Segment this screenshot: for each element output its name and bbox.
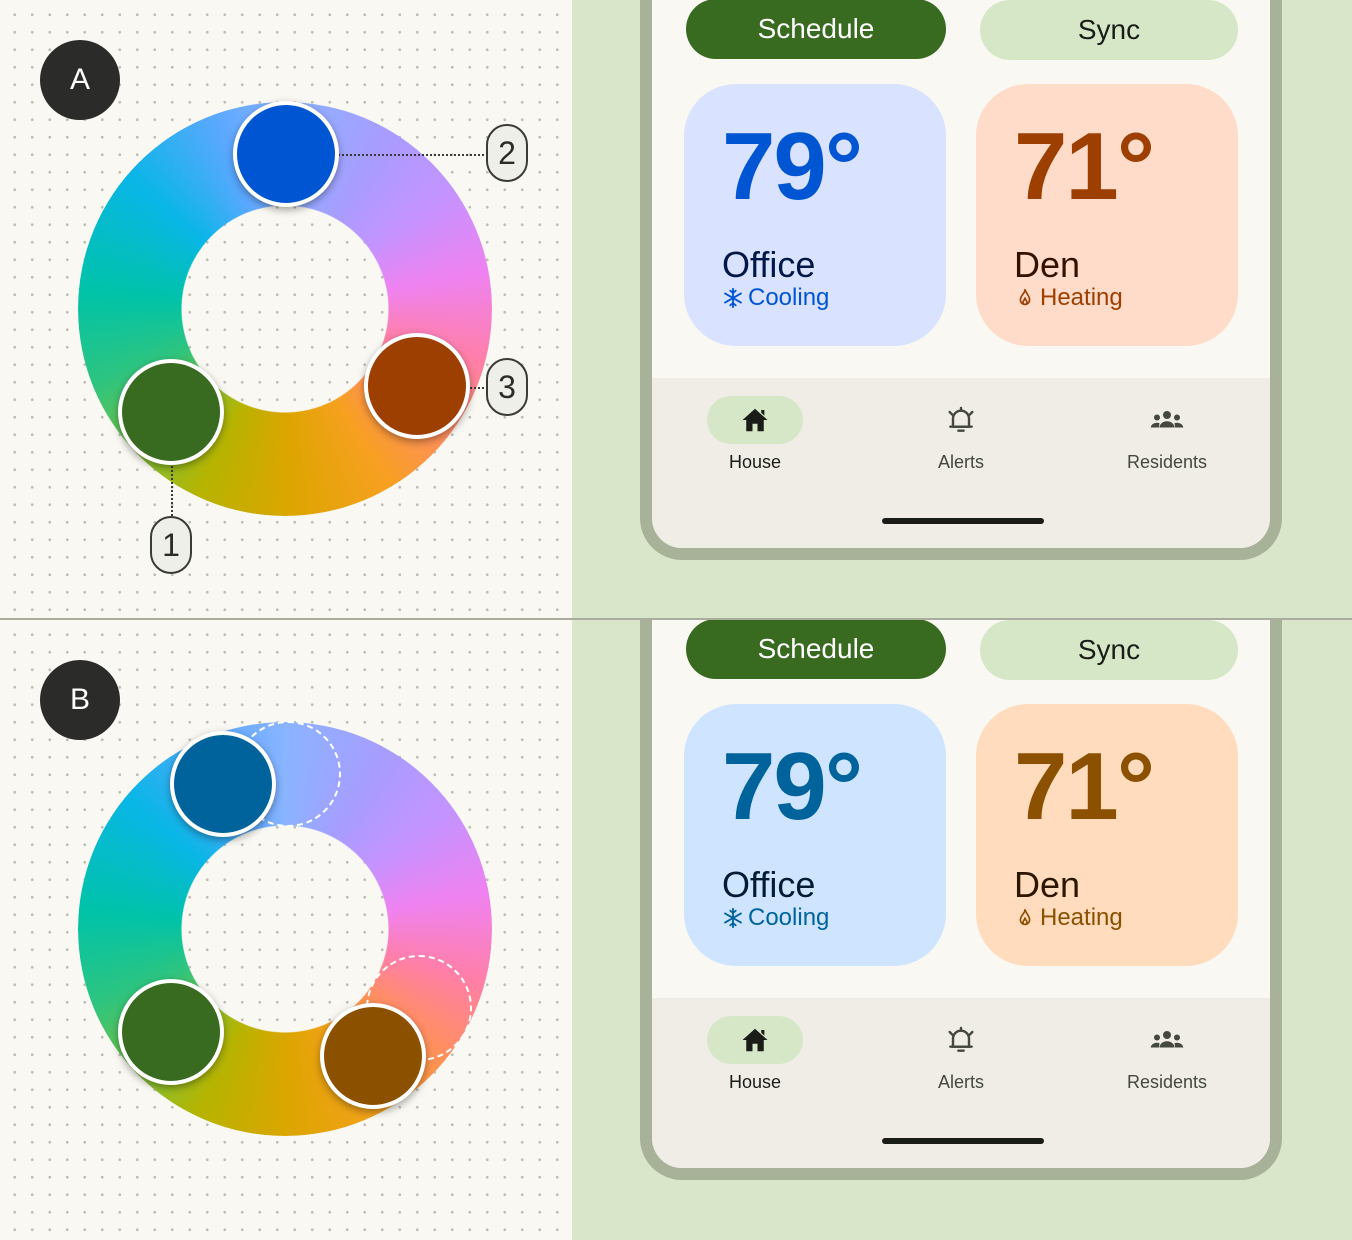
office-temperature: 79° [722,733,863,840]
office-name: Office [722,864,816,905]
leader-line-2 [338,154,484,156]
panel-badge: B [40,660,120,740]
snowflake-icon [724,907,742,929]
home-icon [742,408,768,432]
nav-house[interactable]: House [695,396,815,476]
phone-screen: Schedule Sync 79° Office Cooling 71° Den… [640,620,1282,1180]
nav-alerts-indicator [913,396,1009,444]
office-status-label: Cooling [748,904,830,931]
swatch-blue [233,101,339,207]
swatch-green [118,359,224,465]
swatch-green [118,979,224,1085]
den-status: Heating [1014,904,1123,932]
den-temperature: 71° [1014,733,1155,840]
home-indicator[interactable] [882,518,1044,524]
callout-3: 3 [486,358,528,416]
group-icon [1150,1031,1184,1048]
den-status-label: Heating [1040,904,1123,931]
panel-divider [0,618,1352,620]
office-status: Cooling [722,284,829,312]
swatch-orange [364,333,470,439]
office-name: Office [722,244,816,285]
den-name: Den [1014,244,1081,285]
swatch-orange [320,1003,426,1109]
schedule-button[interactable]: Schedule [686,0,946,59]
panel-b: B Schedule Sync 79° Office Cooling 71° D… [0,620,1352,1240]
flame-icon [1019,288,1031,306]
nav-residents[interactable]: Residents [1107,1016,1227,1096]
color-wheel-area: A 1 2 3 [0,0,572,620]
den-status-label: Heating [1040,284,1123,311]
office-temperature: 79° [722,113,863,220]
nav-alerts[interactable]: Alerts [901,1016,1021,1096]
nav-house-label: House [728,1072,782,1092]
nav-residents[interactable]: Residents [1107,396,1227,476]
nav-alerts[interactable]: Alerts [901,396,1021,476]
leader-line-3 [470,387,484,389]
office-status-label: Cooling [748,284,830,311]
flame-icon [1019,908,1031,926]
office-card[interactable]: 79° Office Cooling [684,84,946,346]
den-card[interactable]: 71° Den Heating [976,84,1238,346]
bottom-navigation: House Alerts Residents [652,378,1270,548]
group-icon [1150,411,1184,428]
panel-a: A 1 2 3 Schedule Sync 79° Office Cooling… [0,0,1352,620]
schedule-button[interactable]: Schedule [686,620,946,679]
nav-alerts-indicator [913,1016,1009,1064]
nav-alerts-label: Alerts [937,452,984,472]
panel-badge: A [40,40,120,120]
nav-residents-label: Residents [1126,452,1208,472]
bottom-navigation: House Alerts Residents [652,998,1270,1168]
snowflake-icon [724,287,742,309]
nav-house[interactable]: House [695,1016,815,1096]
nav-house-indicator [707,396,803,444]
swatch-blue [170,731,276,837]
callout-2: 2 [486,124,528,182]
nav-residents-label: Residents [1126,1072,1208,1092]
phone-screen: Schedule Sync 79° Office Cooling 71° Den… [640,0,1282,560]
nav-residents-indicator [1119,1016,1215,1064]
den-name: Den [1014,864,1081,905]
callout-1: 1 [150,516,192,574]
alarm-bell-icon [948,1026,974,1052]
den-temperature: 71° [1014,113,1155,220]
nav-house-indicator [707,1016,803,1064]
sync-button[interactable]: Sync [980,0,1238,60]
office-card[interactable]: 79° Office Cooling [684,704,946,966]
den-card[interactable]: 71° Den Heating [976,704,1238,966]
nav-residents-indicator [1119,396,1215,444]
alarm-bell-icon [948,406,974,432]
color-wheel-area: B [0,620,572,1240]
sync-button[interactable]: Sync [980,620,1238,680]
home-indicator[interactable] [882,1138,1044,1144]
den-status: Heating [1014,284,1123,312]
leader-line-1 [171,466,173,516]
office-status: Cooling [722,904,829,932]
nav-alerts-label: Alerts [937,1072,984,1092]
nav-house-label: House [728,452,782,472]
home-icon [742,1028,768,1052]
